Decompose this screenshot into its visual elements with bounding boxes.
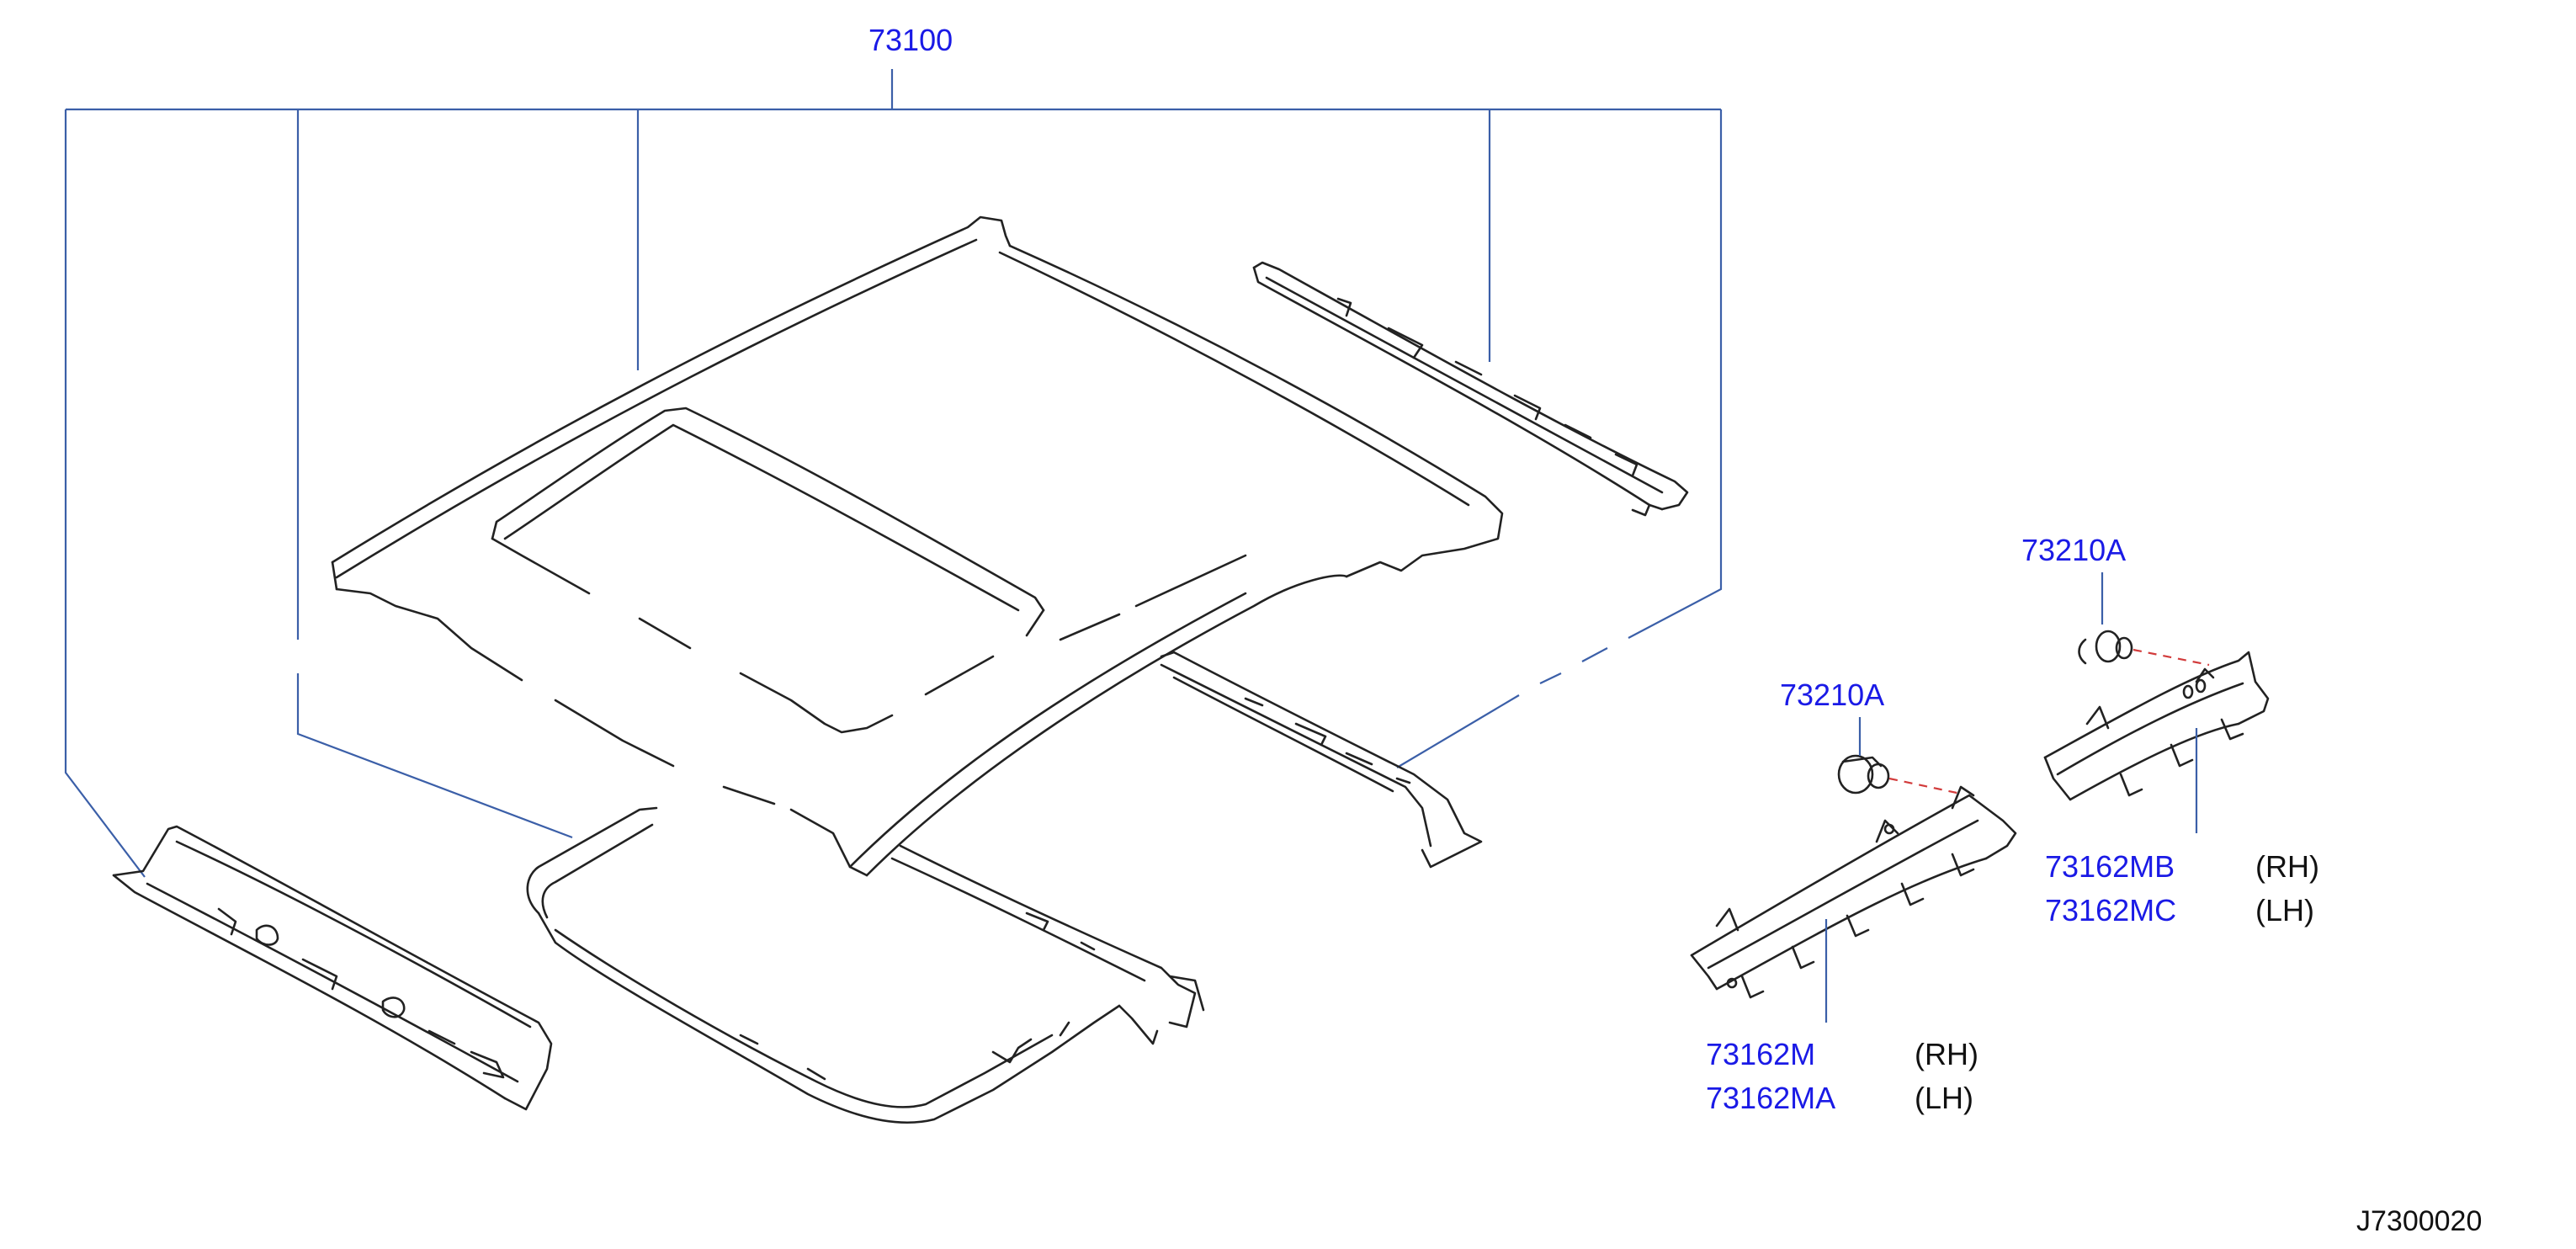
leader-lines-73100 [64, 69, 1723, 878]
bracket-73162mb [2043, 651, 2270, 801]
bracket-73162m [1690, 785, 2017, 999]
alignment-dashes [1888, 648, 2210, 795]
callout-73162m: 73162M [1706, 1037, 1815, 1071]
callout-73162mb: 73162MB [2045, 849, 2175, 884]
callout-73210a-left: 73210A [1780, 678, 1884, 712]
diagram-code: J7300020 [2356, 1205, 2482, 1237]
callout-73100: 73100 [868, 23, 953, 57]
callout-73162mc-side: (LH) [2255, 893, 2314, 927]
clip-73210a-left [1837, 754, 1890, 795]
callout-73162mb-side: (RH) [2255, 849, 2319, 884]
front-roof-header-rail [112, 825, 553, 1111]
roof-panel [331, 215, 1504, 877]
callout-73210a-right: 73210A [2021, 533, 2126, 567]
callout-73162mc: 73162MC [2045, 893, 2176, 927]
roof-side-rail [1160, 651, 1483, 869]
clip-73210a-right [2078, 630, 2133, 665]
sunroof-frame [526, 806, 1205, 1124]
rear-roof-rail [1252, 261, 1689, 517]
callout-73162ma-side: (LH) [1915, 1081, 1973, 1115]
callout-leaders [1824, 572, 2198, 1023]
callout-73162m-side: (RH) [1915, 1037, 1978, 1071]
callout-73162ma: 73162MA [1706, 1081, 1835, 1115]
